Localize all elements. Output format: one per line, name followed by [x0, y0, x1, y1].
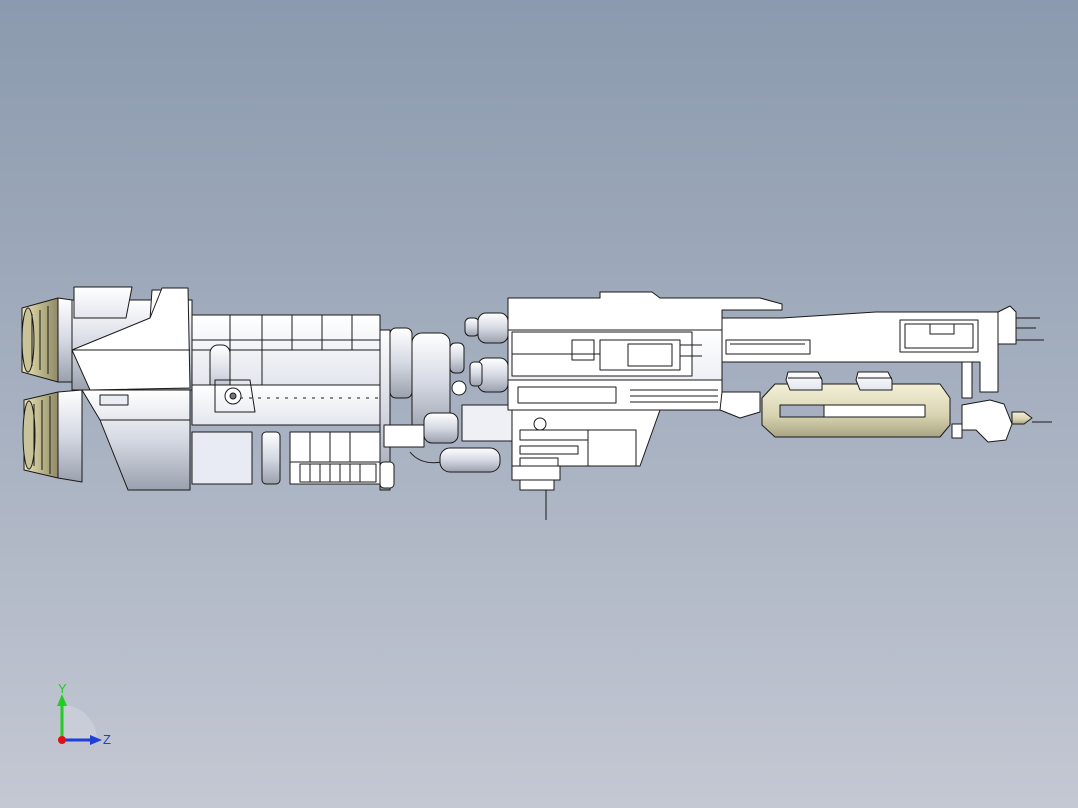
- rear-engine-block[interactable]: [71, 286, 193, 491]
- x-axis-dot: [58, 736, 66, 744]
- main-hull[interactable]: [191, 314, 395, 491]
- z-axis-label: Z: [103, 732, 111, 747]
- y-axis-label: Y: [58, 681, 67, 696]
- engine-nozzle-lower[interactable]: [22, 389, 83, 483]
- z-axis-arrow: [90, 735, 102, 745]
- connector-tubes[interactable]: [383, 312, 513, 473]
- front-clamp[interactable]: [951, 399, 1052, 443]
- forward-module[interactable]: [507, 291, 783, 520]
- fuel-tank[interactable]: [761, 371, 951, 438]
- y-axis-arrow: [57, 694, 67, 706]
- axis-triad: Y Z: [57, 681, 111, 747]
- nose-section[interactable]: [719, 305, 1044, 419]
- engine-nozzle-upper[interactable]: [21, 297, 73, 383]
